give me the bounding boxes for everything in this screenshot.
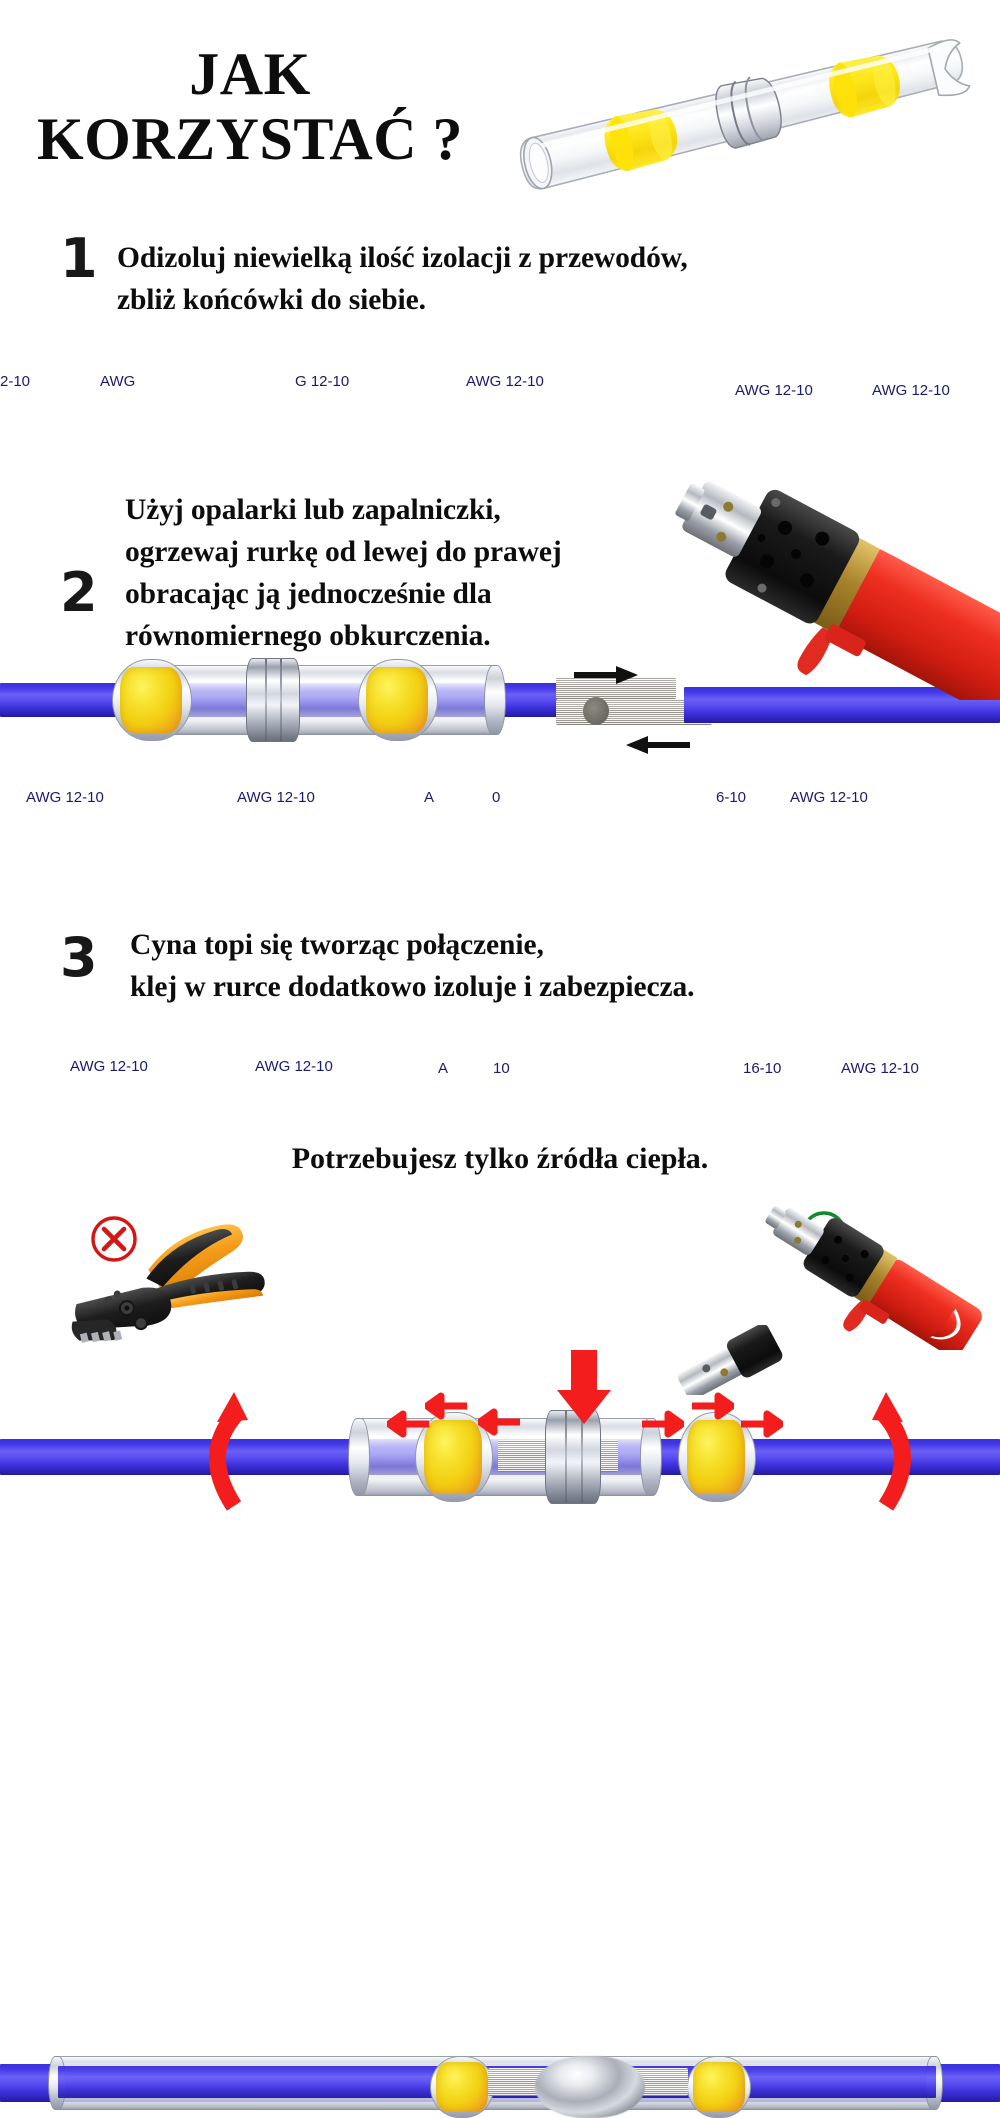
page-title-line-1: JAK — [189, 41, 311, 107]
wire-gauge-label: AWG 12-10 — [735, 382, 813, 399]
strand-tip — [583, 697, 609, 725]
melted-solder-blob — [535, 2056, 645, 2118]
wire-gauge-label: AWG 12-10 — [872, 382, 950, 399]
butane-torch-tool-large — [660, 470, 1000, 724]
rotate-arrow-right-icon — [872, 1392, 911, 1511]
adhesive-ring-right — [687, 1420, 745, 1494]
wire-gauge-label: A — [438, 1060, 449, 1077]
footer-note: Potrzebujesz tylko źródła ciepła. — [291, 1142, 709, 1175]
heat-arrow-right-3-icon — [741, 1410, 783, 1438]
step-2-number: 2 — [60, 561, 98, 624]
wire-gauge-label: 6-10 — [716, 789, 747, 806]
step-1-number: 1 — [60, 227, 98, 290]
wire-gauge-label: AWG 12-10 — [255, 1058, 333, 1075]
step-3-text: Cyna topi się tworząc połączenie, klej w… — [130, 929, 695, 1003]
adhesive-ring-left — [120, 667, 182, 733]
step-1-illustration — [0, 325, 1000, 754]
heat-arrow-left-3-icon — [478, 1408, 520, 1436]
wire-gauge-label: 16-10 — [743, 1060, 782, 1077]
x-mark-icon — [91, 1216, 137, 1262]
heat-arrow-left-2-icon — [425, 1392, 467, 1420]
wire-gauge-label: AWG 12-10 — [790, 789, 868, 806]
step-2-text: Użyj opalarki lub zapalniczki, ogrzewaj … — [125, 494, 562, 652]
arrow-right-icon — [574, 666, 638, 684]
adhesive-ring-right — [693, 2062, 745, 2112]
adhesive-ring-left — [436, 2062, 488, 2112]
wire-gauge-label: G 12-10 — [295, 373, 350, 390]
heat-arrow-right-2-icon — [692, 1392, 734, 1420]
solder-sleeve-connector-illustration — [500, 18, 1000, 208]
solder-band — [246, 658, 300, 742]
sleeve-cap-left — [348, 1418, 370, 1496]
sleeve-cap-right — [484, 665, 506, 735]
butane-torch-tool-small — [750, 1205, 1000, 1357]
wire-gauge-label: AWG 12-10 — [841, 1060, 919, 1077]
wire-gauge-label: A — [424, 789, 435, 806]
wire-gauge-label: AWG 12-10 — [26, 789, 104, 806]
wire-gauge-label: AWG 12-10 — [237, 789, 315, 806]
wire-gauge-label: AWG 12-10 — [466, 373, 544, 390]
stripped-strands-upper — [556, 677, 676, 699]
wire-gauge-label: AWG — [100, 373, 136, 390]
wire-gauge-label: 2-10 — [0, 373, 31, 390]
wire-gauge-label: AWG 12-10 — [70, 1058, 148, 1075]
page-title: JAK KORZYSTAĆ ? — [0, 42, 500, 172]
wire-gauge-label: 10 — [493, 1060, 510, 1077]
step-3-number: 3 — [60, 926, 98, 989]
wire-gauge-label: 0 — [492, 789, 501, 806]
adhesive-ring-right — [366, 667, 428, 733]
page-title-line-2: KORZYSTAĆ ? — [36, 105, 464, 172]
step-2-illustration — [0, 670, 1000, 1511]
heat-arrow-right-1-icon — [642, 1410, 684, 1438]
arrow-left-icon — [626, 736, 690, 754]
heat-shrink-sleeve — [148, 665, 498, 735]
heat-arrow-down-icon — [557, 1350, 611, 1424]
adhesive-ring-left — [424, 1420, 482, 1494]
crimping-tool-illustration — [60, 1218, 320, 1348]
rotate-arrow-left-icon — [209, 1392, 248, 1511]
step-1-text: Odizoluj niewielką ilość izolacji z prze… — [117, 242, 688, 316]
